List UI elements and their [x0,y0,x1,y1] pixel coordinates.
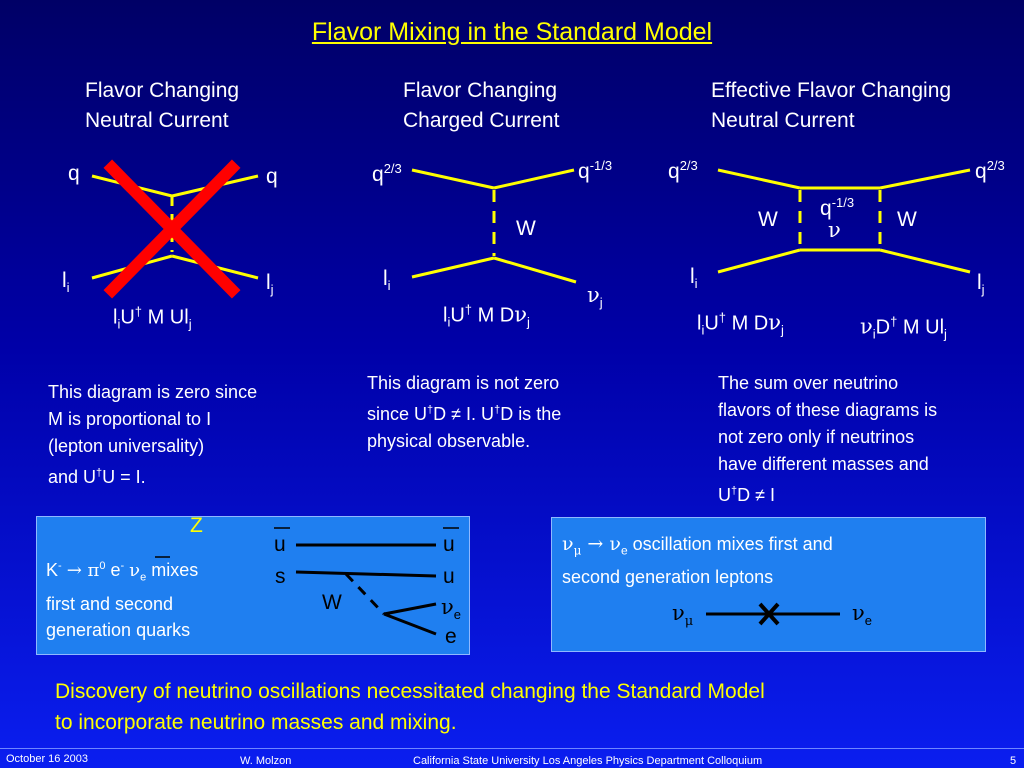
column3-note-line: U†D ≠ I [718,485,776,505]
box-formula-left: liU† M Dνj [697,310,784,338]
box-q23-right-label: q2/3 [975,158,1005,183]
kaon-description: K- → π0 e- νe mixes first and second gen… [46,553,276,643]
bottom-conclusion: Discovery of neutrino oscillations neces… [55,676,975,738]
column3-note-line: The sum over neutrino [718,373,899,393]
bottom-conclusion-line: Discovery of neutrino oscillations neces… [55,680,765,703]
cc-neutrino-out-line [493,256,577,284]
box-w-left-label: W [758,208,778,231]
column1-note-line: M is proportional to I [48,409,212,429]
column1-heading-line1: Flavor Changing [85,79,240,102]
column2-heading: Flavor Changing Charged Current [403,76,559,136]
box-lj-label: lj [977,271,985,298]
fcnc-formula: liU† M Ulj [113,304,192,332]
fcnc-q-left-label: q [68,162,80,185]
footer-venue: California State University Los Angeles … [413,755,763,767]
kaon-s-u-line [295,570,437,578]
oscillation-mixing-cross [758,602,780,626]
box-lepton-in-line [717,248,801,274]
fcnc-q-right-label: q [266,165,278,188]
cc-lepton-in-line [411,256,495,279]
cc-q13-label: q-1/3 [578,158,613,183]
cc-quark-in-line [411,168,495,190]
box-lepton-out-line [879,248,971,274]
oscillation-line2: second generation leptons [562,566,774,587]
column2-note-line: physical observable. [367,431,531,451]
box-quark-out-line [879,168,971,190]
box-q13-label: q-1/3 [820,195,855,220]
box-li-label: li [690,265,698,292]
cc-li-label: li [383,267,391,294]
oscillation-nue-label: νe [852,601,873,629]
footer-divider [0,748,1024,749]
bottom-conclusion-line: to incorporate neutrino masses and mixin… [55,711,457,734]
column3-heading-line2: Neutral Current [711,109,855,132]
footer-date: October 16 2003 [6,753,88,765]
column1-note-line: This diagram is zero since [48,382,258,402]
column3-note-line: flavors of these diagrams is [718,400,938,420]
charged-current-diagram [411,168,577,284]
oscillation-line1: νμ → νe oscillation mixes first and [562,533,833,558]
kaon-description-line: first and second [46,593,174,614]
column3-note: The sum over neutrino flavors of these d… [718,370,1008,509]
cc-q23-label: q2/3 [372,161,402,186]
kaon-z-label: Z [190,514,203,537]
cc-formula: liU† M Dνj [443,302,530,330]
box-quark-in-line [717,168,801,190]
kaon-nue-label: νe [441,595,462,623]
cc-w-label: W [516,217,536,240]
kaon-u-label: u [443,565,455,588]
box-diagram [717,168,971,274]
cc-nuj-label: νj [587,283,603,311]
kaon-description-line: generation quarks [46,619,191,640]
column2-note-line: since U†D ≠ I. U†D is the [367,404,562,424]
cross-out-mark [103,159,241,299]
kaon-decay-box [36,516,470,655]
column1-heading: Flavor Changing Neutral Current [85,76,239,136]
oscillation-numu-label: νμ [672,601,694,630]
column1-note: This diagram is zero since M is proporti… [48,379,328,491]
column2-heading-line1: Flavor Changing [403,79,558,102]
column3-heading: Effective Flavor Changing Neutral Curren… [711,76,951,136]
kaon-ubar-left-label: u [274,533,286,556]
box-w-right-label: W [897,208,917,231]
box-q23-left-label: q2/3 [668,158,698,183]
column1-note-line: (lepton universality) [48,436,205,456]
cc-quark-out-line [493,168,575,190]
oscillation-description: νμ → νe oscillation mixes first and seco… [562,531,972,590]
kaon-decay-equation: K- → π0 e- νe mixes [46,560,199,584]
box-formula-right: νiD† M Ulj [860,314,947,342]
kaon-ubar-right-label: u [443,533,455,556]
kaon-s-label: s [275,565,286,588]
kaon-nu-line [383,602,437,616]
kaon-e-line [383,612,437,636]
oscillation-box [551,517,986,652]
fcnc-lj-label: lj [266,271,274,298]
footer-author: W. Molzon [240,755,292,767]
kaon-w-label: W [322,591,342,614]
column2-heading-line2: Charged Current [403,109,560,132]
slide-title: Flavor Mixing in the Standard Model [311,18,713,46]
kaon-e-label: e [445,625,457,648]
box-nu-label: ν [828,218,841,242]
column3-note-line: have different masses and [718,454,929,474]
column1-heading-line2: Neutral Current [85,109,229,132]
page-number: 5 [1010,755,1017,767]
cross-stroke-2 [103,159,241,299]
column1-note-line: and U†U = I. [48,467,146,487]
column2-note: This diagram is not zero since U†D ≠ I. … [367,370,647,455]
column3-note-line: not zero only if neutrinos [718,427,915,447]
column3-heading-line1: Effective Flavor Changing [711,79,952,102]
column2-note-line: This diagram is not zero [367,373,560,393]
fcnc-li-label: li [62,269,70,296]
kaon-w-line [344,572,386,616]
